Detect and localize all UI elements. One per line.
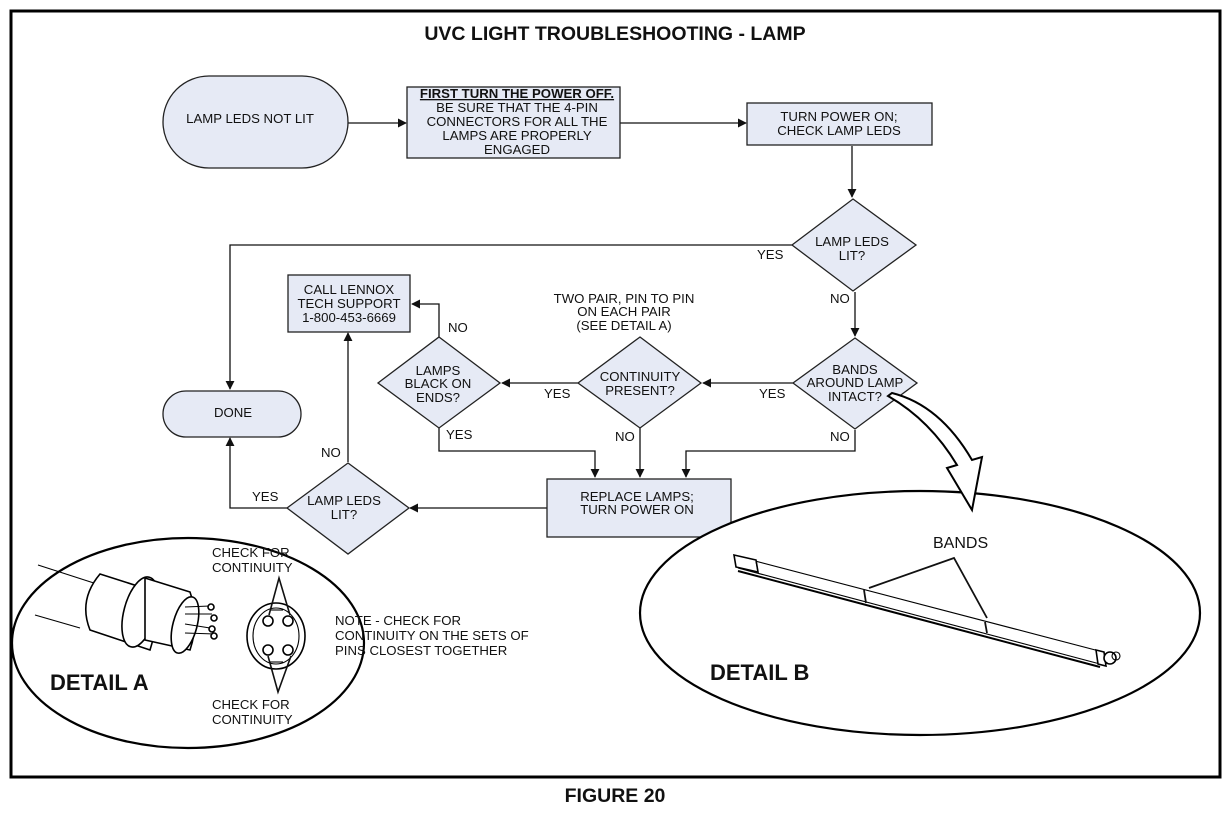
node-text: PRESENT? bbox=[605, 383, 675, 398]
decision-shape bbox=[376, 336, 502, 429]
connector-illustration bbox=[34, 564, 306, 695]
node-text: AROUND LAMP bbox=[807, 375, 904, 390]
node-text: INTACT? bbox=[828, 389, 882, 404]
node-turn-power-on: TURN POWER ON; CHECK LAMP LEDS bbox=[746, 102, 933, 146]
node-text: LAMP LEDS bbox=[307, 493, 381, 508]
node-bands-intact: BANDS AROUND LAMP INTACT? bbox=[791, 337, 919, 430]
process-shape bbox=[406, 86, 621, 159]
node-text: LIT? bbox=[839, 248, 865, 263]
figure-title: UVC LIGHT TROUBLESHOOTING - LAMP bbox=[424, 23, 805, 45]
node-text: CALL LENNOX bbox=[304, 282, 395, 297]
node-text: TECH SUPPORT bbox=[297, 296, 400, 311]
edge-label-no: NO bbox=[830, 291, 850, 306]
callout-arrow-icon bbox=[886, 391, 984, 513]
note-line: (SEE DETAIL A) bbox=[576, 318, 671, 333]
process-shape bbox=[546, 478, 732, 538]
terminator-shape bbox=[162, 390, 302, 438]
detail-a: CHECK FOR CONTINUITY CHECK FOR CONTINUIT… bbox=[10, 536, 529, 750]
node-turn-power-off: FIRST TURN THE POWER OFF. BE SURE THAT T… bbox=[406, 86, 621, 159]
node-lamp-leds-lit-1: LAMP LEDS LIT? bbox=[790, 198, 918, 292]
node-text: TURN POWER ON; bbox=[780, 109, 897, 124]
edge-label-yes: YES bbox=[544, 386, 571, 401]
detail-b: BANDS DETAIL B bbox=[638, 489, 1202, 737]
node-text: ENGAGED bbox=[484, 142, 550, 157]
node-lamp-leds-lit-2: LAMP LEDS LIT? bbox=[285, 462, 411, 555]
node-text: BLACK ON bbox=[405, 376, 472, 391]
node-lamp-leds-not-lit: LAMP LEDS NOT LIT bbox=[162, 75, 349, 169]
edge-bands-no-to-replace bbox=[681, 430, 856, 478]
node-call-lennox-support: CALL LENNOX TECH SUPPORT 1-800-453-6669 bbox=[287, 274, 411, 333]
detail-a-note: NOTE - CHECK FOR bbox=[335, 613, 461, 628]
edge-label-no: NO bbox=[321, 445, 341, 460]
decision-shape bbox=[285, 462, 411, 555]
edge-label-yes: YES bbox=[759, 386, 786, 401]
edge-label-yes: YES bbox=[252, 489, 279, 504]
detail-b-ellipse bbox=[638, 489, 1202, 737]
node-text: CHECK LAMP LEDS bbox=[777, 123, 901, 138]
detail-a-note: PINS CLOSEST TOGETHER bbox=[335, 643, 507, 658]
lamp-tube-illustration bbox=[733, 553, 1121, 668]
node-text: BE SURE THAT THE 4-PIN bbox=[436, 100, 598, 115]
node-text: TURN POWER ON bbox=[580, 502, 694, 517]
node-text: LAMP LEDS NOT LIT bbox=[186, 111, 314, 126]
edge-label-no: NO bbox=[830, 429, 850, 444]
node-replace-lamps: REPLACE LAMPS; TURN POWER ON bbox=[546, 478, 732, 538]
edge-label-yes: YES bbox=[446, 427, 473, 442]
edge-label-yes: YES bbox=[757, 247, 784, 262]
node-text: 1-800-453-6669 bbox=[302, 310, 396, 325]
edge-leds2-yes-to-done bbox=[225, 437, 287, 509]
note-line: ON EACH PAIR bbox=[577, 304, 671, 319]
decision-shape bbox=[791, 337, 919, 430]
bands-leader bbox=[868, 556, 988, 619]
edge-labels: YES NO YES NO YES NO YES NO YES NO bbox=[252, 247, 850, 504]
node-text: LAMPS ARE PROPERLY bbox=[442, 128, 591, 143]
process-shape bbox=[287, 274, 411, 333]
detail-b-label: DETAIL B bbox=[710, 660, 809, 685]
node-text: LAMP LEDS bbox=[815, 234, 889, 249]
detail-a-note: CONTINUITY ON THE SETS OF bbox=[335, 628, 529, 643]
decision-shape bbox=[576, 336, 703, 429]
node-lamps-black-on-ends: LAMPS BLACK ON ENDS? bbox=[376, 336, 502, 429]
node-done: DONE bbox=[162, 390, 302, 438]
check-continuity-bottom: CONTINUITY bbox=[212, 712, 293, 727]
figure-caption: FIGURE 20 bbox=[565, 785, 666, 807]
continuity-note: TWO PAIR, PIN TO PIN ON EACH PAIR (SEE D… bbox=[554, 291, 695, 333]
edge-label-no: NO bbox=[448, 320, 468, 335]
node-text: DONE bbox=[214, 405, 252, 420]
connectors bbox=[225, 118, 860, 513]
detail-a-label: DETAIL A bbox=[50, 670, 149, 695]
process-shape bbox=[746, 102, 933, 146]
node-text: CONTINUITY bbox=[600, 369, 681, 384]
node-text: LIT? bbox=[331, 507, 357, 522]
bands-label: BANDS bbox=[933, 535, 988, 552]
edge-leds1-yes-to-done bbox=[225, 244, 792, 390]
edge-black-yes-to-replace bbox=[438, 428, 600, 478]
terminator-shape bbox=[162, 75, 349, 169]
node-continuity-present: CONTINUITY PRESENT? bbox=[576, 336, 703, 429]
check-continuity-top: CONTINUITY bbox=[212, 560, 293, 575]
node-text: CONNECTORS FOR ALL THE bbox=[427, 114, 608, 129]
node-text: ENDS? bbox=[416, 390, 460, 405]
edge-black-no-to-support bbox=[411, 299, 440, 337]
node-text: LAMPS bbox=[416, 363, 461, 378]
node-heading: FIRST TURN THE POWER OFF. bbox=[420, 86, 614, 101]
decision-shape bbox=[790, 198, 918, 292]
node-text: BANDS bbox=[832, 362, 878, 377]
check-continuity-top: CHECK FOR bbox=[212, 545, 290, 560]
note-line: TWO PAIR, PIN TO PIN bbox=[554, 291, 695, 306]
edge-label-no: NO bbox=[615, 429, 635, 444]
node-text: REPLACE LAMPS; bbox=[580, 489, 694, 504]
check-continuity-bottom: CHECK FOR bbox=[212, 697, 290, 712]
